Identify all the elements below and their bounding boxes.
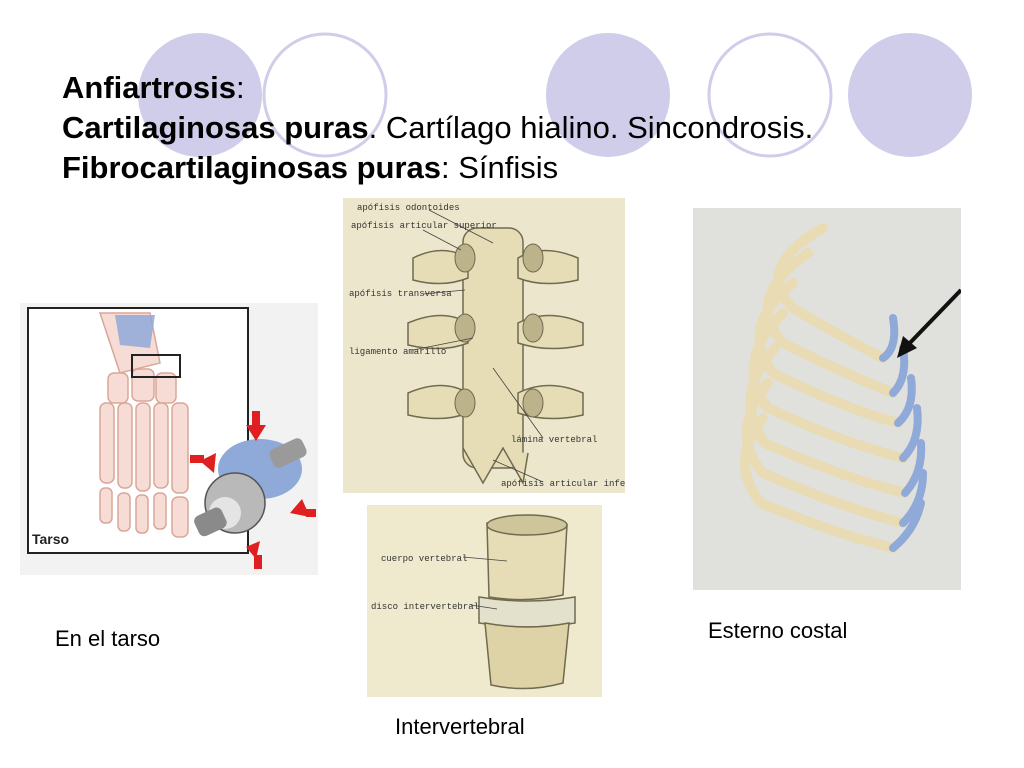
label-disco-intervertebral: disco intervertebral xyxy=(371,602,479,612)
circle-filled-3 xyxy=(848,33,972,157)
circle-filled-1 xyxy=(138,33,262,157)
title-line-1: Anfiartrosis: xyxy=(62,70,245,105)
label-articular-inferior: apófisis articular inferior xyxy=(501,479,625,489)
vertebrae-figure: apófisis odontoides apófisis articular s… xyxy=(343,198,625,493)
label-articular-superior: apófisis articular superior xyxy=(351,221,497,231)
red-arrows xyxy=(190,411,316,569)
circle-outline-1 xyxy=(262,32,388,158)
title-line-3: Fibrocartilaginosas puras: Sínfisis xyxy=(62,150,559,185)
circle-filled-2 xyxy=(546,33,670,157)
label-lamina: lámina vertebral xyxy=(511,435,597,445)
label-transversa: apófisis transversa xyxy=(349,289,452,299)
title-line-2: Cartilaginosas puras. Cartílago hialino.… xyxy=(62,110,814,145)
talus-cartilage xyxy=(115,315,155,348)
intervertebral-figure: cuerpo vertebral disco intervertebral xyxy=(367,505,602,697)
caption-tarso: En el tarso xyxy=(55,626,161,651)
caption-esterno-costal: Esterno costal xyxy=(708,618,848,643)
label-cuerpo-vertebral: cuerpo vertebral xyxy=(381,554,467,564)
slide-title: Anfiartrosis: Cartilaginosas puras. Cart… xyxy=(62,68,992,188)
black-arrow xyxy=(903,288,961,350)
ribs-figure xyxy=(693,208,961,590)
label-odontoides: apófisis odontoides xyxy=(357,203,460,213)
tarso-figure: Tarso xyxy=(20,303,318,575)
decorative-circles xyxy=(138,32,972,158)
circle-outline-2 xyxy=(707,32,833,158)
caption-intervertebral: Intervertebral xyxy=(395,714,525,739)
tarso-label: Tarso xyxy=(32,531,69,547)
zoom-box xyxy=(131,354,181,378)
label-ligamento: ligamento amarillo xyxy=(349,347,446,357)
